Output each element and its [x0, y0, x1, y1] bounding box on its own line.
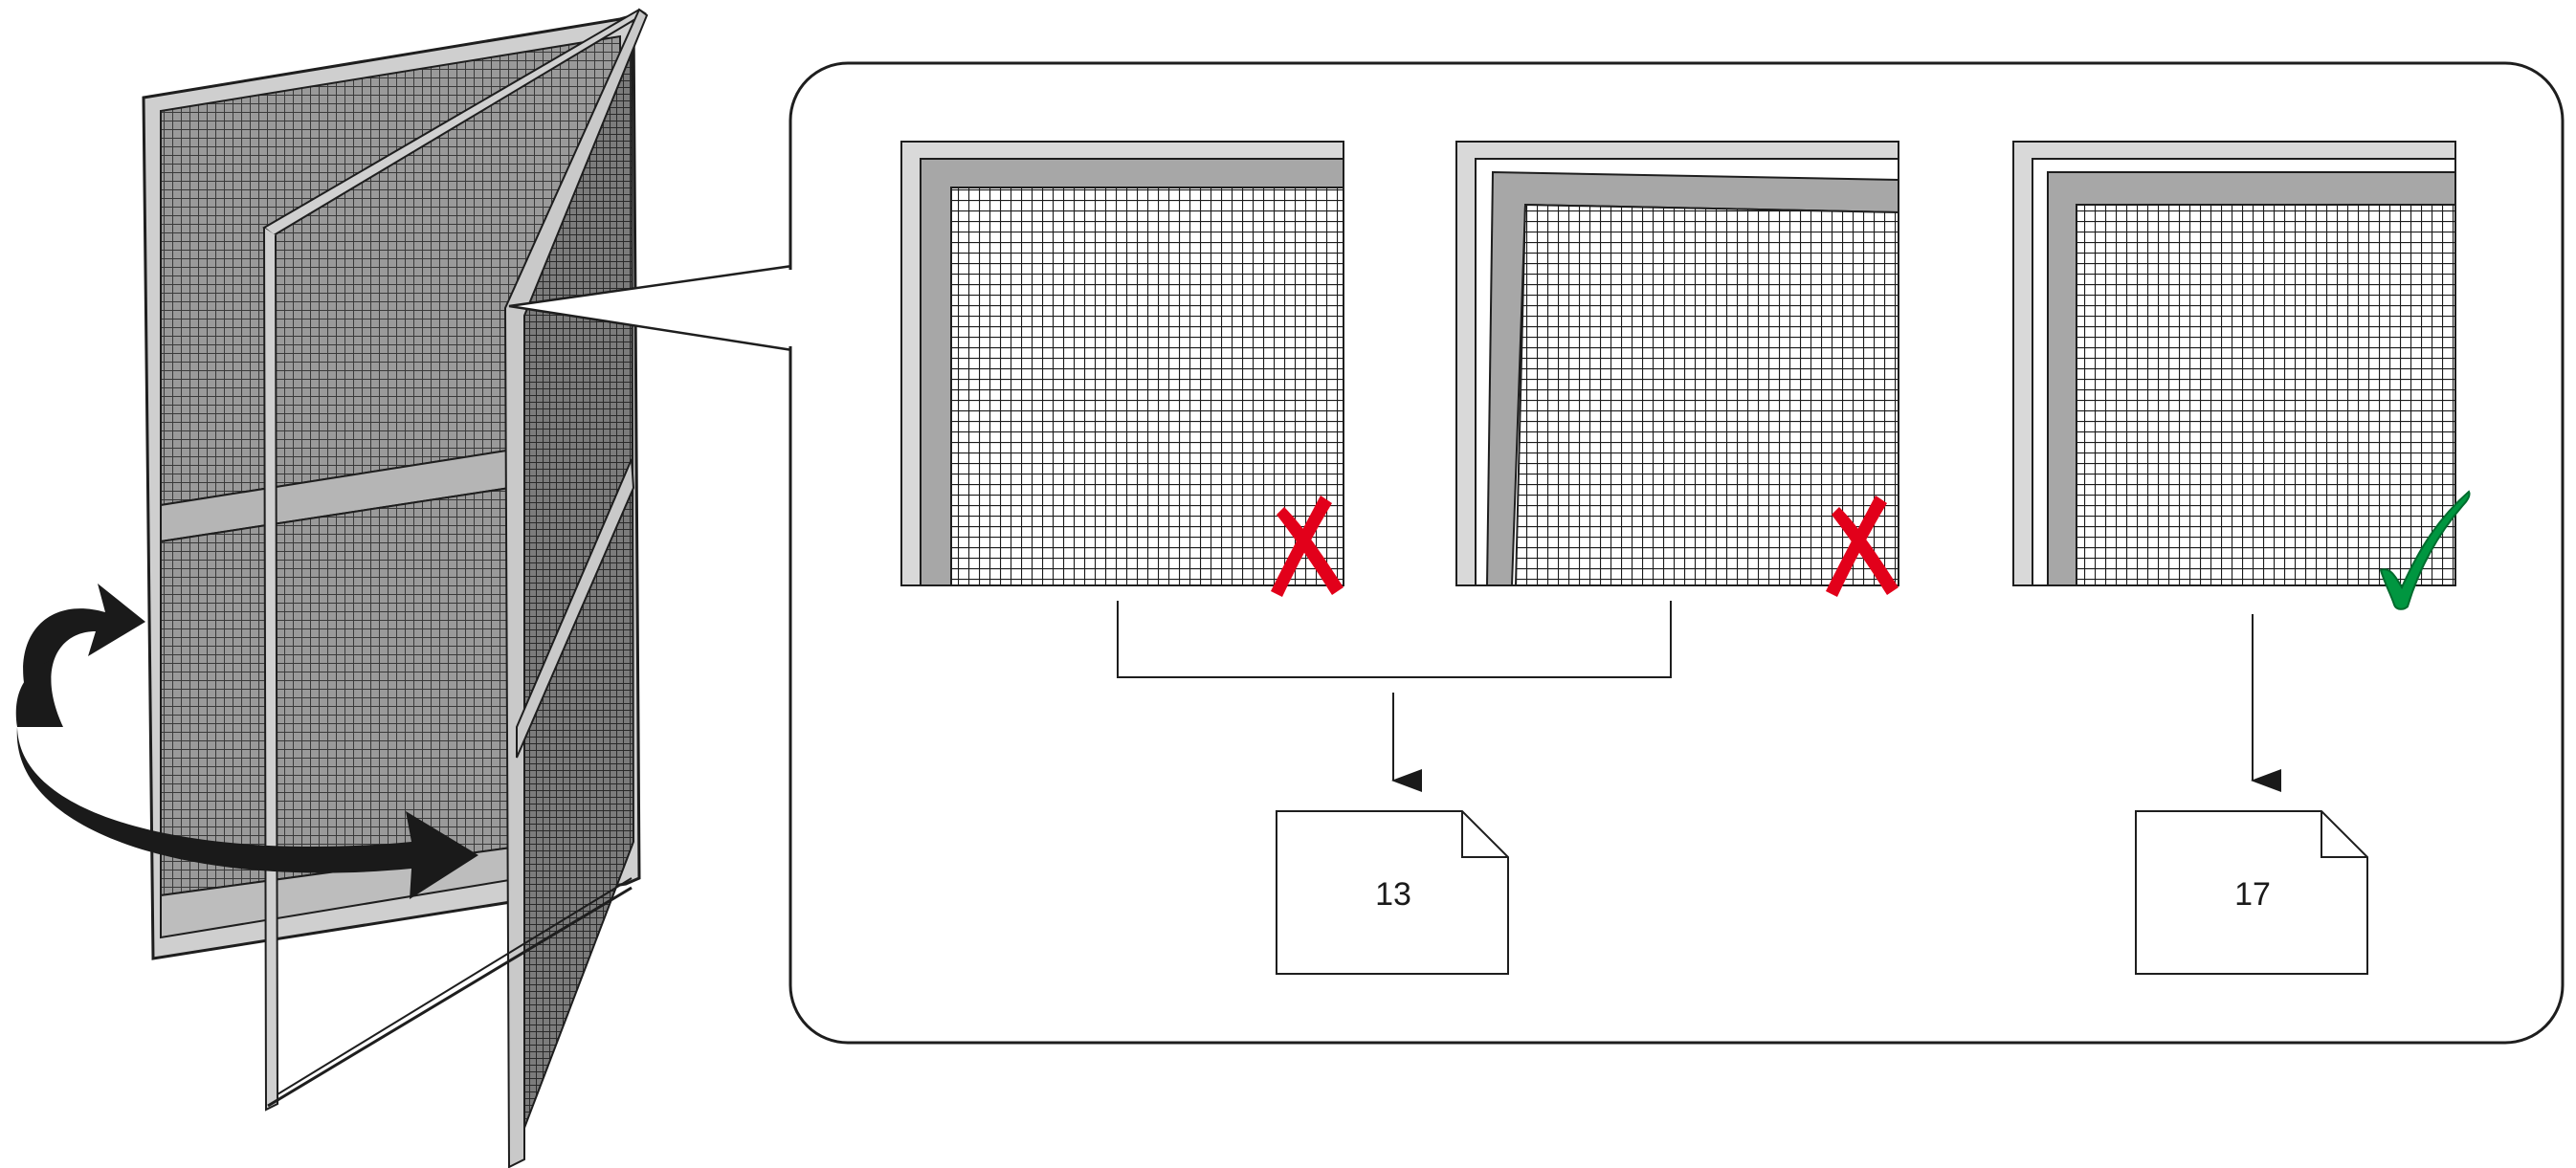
page-ref-17[interactable]: 17: [2135, 810, 2368, 975]
door-sash-wing-frame: [503, 8, 649, 1168]
door-sash-bottom-rail-inner: [277, 877, 633, 1095]
cross-mark-icon: [1271, 496, 1344, 597]
connector-wrong-bracket: [1117, 601, 1672, 678]
panel-wrong-skewed: [1455, 141, 1899, 597]
door-sash-wing-crossbar: [516, 458, 635, 759]
panel-wrong-gap: [900, 141, 1344, 597]
door-sash-left-stile: [263, 227, 279, 1112]
panel-correct-fit: [2012, 141, 2471, 610]
mesh-panel: [950, 187, 1344, 586]
mesh-panel: [1514, 203, 1899, 586]
check-mark-icon: [2379, 490, 2471, 610]
mesh-panel: [2076, 204, 2456, 586]
page-ref-13-label: 13: [1375, 876, 1411, 913]
door-sash-bottom-rail: [267, 886, 633, 1108]
curved-rotation-arrow-icon: [15, 584, 478, 899]
page-ref-17-label: 17: [2234, 876, 2271, 913]
document-page-icon: [1276, 810, 1509, 975]
cross-mark-icon: [1826, 496, 1899, 597]
detail-callout-box: 13 17: [787, 61, 2565, 1045]
screen-door-illustration: [15, 8, 794, 1168]
page-ref-13[interactable]: 13: [1276, 810, 1509, 975]
document-page-icon: [2135, 810, 2368, 975]
